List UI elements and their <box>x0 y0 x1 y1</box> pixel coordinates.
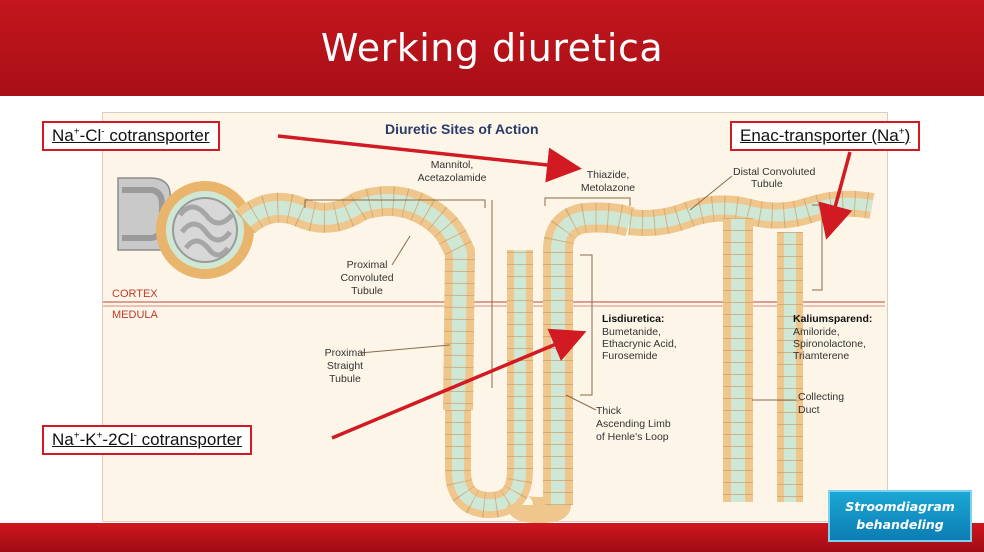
title-bar <box>0 0 984 96</box>
svg-text:Ascending Limb: Ascending Limb <box>596 418 671 430</box>
svg-text:Amiloride,: Amiloride, <box>793 326 840 338</box>
svg-text:of Henle's Loop: of Henle's Loop <box>596 431 669 443</box>
svg-text:Tubule: Tubule <box>751 178 783 190</box>
thiazide-label: Thiazide, Metolazone <box>581 169 635 194</box>
svg-text:Collecting: Collecting <box>798 391 844 403</box>
proximal-tubule-lumen <box>240 194 467 411</box>
nacl-sup1: + <box>73 126 80 138</box>
diagram-title: Diuretic Sites of Action <box>385 121 539 137</box>
enac-text-post: ) <box>904 126 911 145</box>
svg-text:Mannitol,: Mannitol, <box>431 159 474 171</box>
pct-leader <box>391 235 411 266</box>
henle-bottom-join <box>507 495 571 524</box>
stroomdiagram-button[interactable]: Stroomdiagram behandeling <box>828 490 972 542</box>
svg-text:Kaliumsparend:: Kaliumsparend: <box>793 313 872 325</box>
thick-leader <box>565 394 597 411</box>
nak2cl-text-na: Na <box>52 430 74 449</box>
svg-text:Metolazone: Metolazone <box>581 182 635 194</box>
svg-text:Convoluted: Convoluted <box>340 272 393 284</box>
svg-text:Duct: Duct <box>798 404 820 416</box>
nacl-sup2: - <box>101 126 105 138</box>
thick-limb-cells <box>543 202 635 505</box>
nacl-arrow <box>277 134 582 183</box>
enac-text-pre: Enac-transporter (Na <box>740 126 899 145</box>
svg-text:Triamterene: Triamterene <box>793 350 849 362</box>
footer-bar <box>0 523 984 552</box>
svg-text:Thiazide,: Thiazide, <box>587 169 630 181</box>
proximal-convoluted-label: Proximal Convoluted Tubule <box>340 259 393 297</box>
stroomdiagram-line1: Stroomdiagram <box>845 499 955 514</box>
pst-leader <box>359 344 451 354</box>
svg-text:Straight: Straight <box>327 360 363 372</box>
nak2cl-callout: Na+-K+-2Cl- cotransporter <box>42 425 252 455</box>
nak2cl-text-cl: -2Cl <box>102 430 134 449</box>
svg-text:Spironolactone,: Spironolactone, <box>793 338 866 350</box>
slide-title: Werking diuretica <box>320 26 664 70</box>
thick-limb-label: Thick Ascending Limb of Henle's Loop <box>596 405 671 443</box>
svg-text:Furosemide: Furosemide <box>602 350 658 362</box>
svg-text:Tubule: Tubule <box>351 285 383 297</box>
nak2cl-sup3: - <box>133 430 137 442</box>
svg-text:Acetazolamide: Acetazolamide <box>418 172 487 184</box>
proximal-straight-label: Proximal Straight Tubule <box>325 347 366 385</box>
enac-sup1: + <box>898 126 905 138</box>
nak2cl-sup1: + <box>73 430 80 442</box>
svg-text:Bumetanide,: Bumetanide, <box>602 326 661 338</box>
henle-loop-lumen <box>452 250 526 512</box>
nacl-text-cl: -Cl <box>79 126 102 145</box>
loop-bracket <box>580 254 593 396</box>
svg-text:Proximal: Proximal <box>325 347 366 359</box>
nacl-text-post: cotransporter <box>104 126 210 145</box>
kaliumsparend-label: Kaliumsparend: Amiloride, Spironolactone… <box>793 313 872 362</box>
medulla-label: MEDULA <box>112 309 159 321</box>
lisdiuretica-label: Lisdiuretica: Bumetanide, Ethacrynic Aci… <box>602 313 677 362</box>
enac-callout: Enac-transporter (Na+) <box>730 121 921 151</box>
nak2cl-arrow <box>331 328 587 440</box>
svg-text:Distal Convoluted: Distal Convoluted <box>733 166 815 178</box>
collecting-duct-label: Collecting Duct <box>798 391 844 416</box>
glomerulus <box>117 177 254 279</box>
svg-text:Proximal: Proximal <box>347 259 388 271</box>
mannitol-label: Mannitol, Acetazolamide <box>418 159 487 184</box>
distal-label: Distal Convoluted Tubule <box>733 166 815 190</box>
svg-text:Thick: Thick <box>596 405 622 417</box>
svg-text:Lisdiuretica:: Lisdiuretica: <box>602 313 664 325</box>
nak2cl-text-k: -K <box>79 430 97 449</box>
nacl-text-na: Na <box>52 126 74 145</box>
nacl-callout: Na+-Cl- cotransporter <box>42 121 220 151</box>
svg-text:Tubule: Tubule <box>329 373 361 385</box>
cortex-label: CORTEX <box>112 288 158 300</box>
distal-leader <box>689 175 733 211</box>
nak2cl-text-post: cotransporter <box>136 430 242 449</box>
thiazide-bracket <box>544 197 631 206</box>
svg-text:Ethacrynic Acid,: Ethacrynic Acid, <box>602 338 677 350</box>
enac-arrow <box>818 151 853 240</box>
nak2cl-sup2: + <box>96 430 103 442</box>
distal-bracket <box>812 204 823 291</box>
stroomdiagram-line2: behandeling <box>856 517 944 532</box>
mannitol-bracket <box>304 199 486 208</box>
